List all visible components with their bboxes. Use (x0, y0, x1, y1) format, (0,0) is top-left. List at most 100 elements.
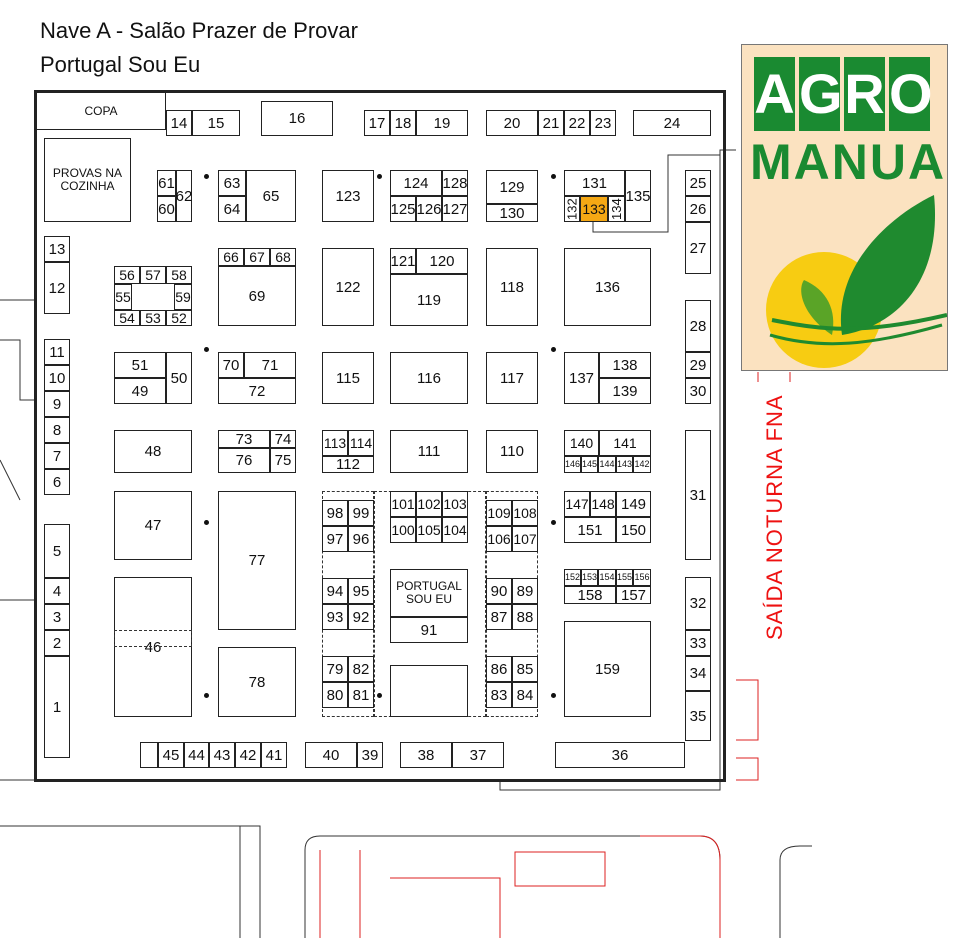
booth-27[interactable]: 27 (685, 222, 711, 274)
booth-83[interactable]: 83 (486, 682, 512, 708)
booth-142[interactable]: 142 (633, 456, 651, 473)
booth-32[interactable]: 32 (685, 577, 711, 630)
booth-148[interactable]: 148 (590, 491, 616, 517)
booth-21[interactable]: 21 (538, 110, 564, 136)
booth-138[interactable]: 138 (599, 352, 651, 378)
booth-72[interactable]: 72 (218, 378, 296, 404)
booth-101[interactable]: 101 (390, 491, 416, 517)
booth-88[interactable]: 88 (512, 604, 538, 630)
booth-copa[interactable]: COPA (36, 92, 166, 130)
booth-67[interactable]: 67 (244, 248, 270, 266)
booth-153[interactable]: 153 (581, 569, 598, 586)
booth-91[interactable]: 91 (390, 617, 468, 643)
booth-144[interactable]: 144 (598, 456, 616, 473)
booth-79[interactable]: 79 (322, 656, 348, 682)
booth-29[interactable]: 29 (685, 352, 711, 378)
booth-117[interactable]: 117 (486, 352, 538, 404)
booth-53[interactable]: 53 (140, 310, 166, 326)
booth-7[interactable]: 7 (44, 443, 70, 469)
booth-31[interactable]: 31 (685, 430, 711, 560)
booth-120[interactable]: 120 (416, 248, 468, 274)
booth-154[interactable]: 154 (598, 569, 616, 586)
booth-6[interactable]: 6 (44, 469, 70, 495)
booth-59[interactable]: 59 (174, 284, 192, 310)
booth-151[interactable]: 151 (564, 517, 616, 543)
booth-70[interactable]: 70 (218, 352, 244, 378)
booth-76[interactable]: 76 (218, 448, 270, 473)
booth-149[interactable]: 149 (616, 491, 651, 517)
booth-8[interactable]: 8 (44, 417, 70, 443)
booth-33[interactable]: 33 (685, 630, 711, 656)
booth-2[interactable]: 2 (44, 630, 70, 656)
booth-135[interactable]: 135 (625, 170, 651, 222)
booth-115[interactable]: 115 (322, 352, 374, 404)
booth-141[interactable]: 141 (599, 430, 651, 456)
booth-12[interactable]: 12 (44, 262, 70, 314)
booth-87[interactable]: 87 (486, 604, 512, 630)
booth-86[interactable]: 86 (486, 656, 512, 682)
booth-92[interactable]: 92 (348, 604, 374, 630)
booth-94[interactable]: 94 (322, 578, 348, 604)
booth-150[interactable]: 150 (616, 517, 651, 543)
booth-136[interactable]: 136 (564, 248, 651, 326)
booth-143[interactable]: 143 (616, 456, 633, 473)
booth-84[interactable]: 84 (512, 682, 538, 708)
booth-4[interactable]: 4 (44, 578, 70, 604)
booth-139[interactable]: 139 (599, 378, 651, 404)
booth-64[interactable]: 64 (218, 196, 246, 222)
booth-121[interactable]: 121 (390, 248, 416, 274)
booth-39[interactable]: 39 (357, 742, 383, 768)
booth-73[interactable]: 73 (218, 430, 270, 448)
booth-11[interactable]: 11 (44, 339, 70, 365)
booth-111[interactable]: 111 (390, 430, 468, 473)
booth-60[interactable]: 60 (157, 196, 176, 222)
booth-107[interactable]: 107 (512, 526, 538, 552)
booth-122[interactable]: 122 (322, 248, 374, 326)
booth-54[interactable]: 54 (114, 310, 140, 326)
booth-127[interactable]: 127 (442, 196, 468, 222)
booth-112[interactable]: 112 (322, 456, 374, 473)
booth-114[interactable]: 114 (348, 430, 374, 456)
booth-130[interactable]: 130 (486, 204, 538, 222)
booth-25[interactable]: 25 (685, 170, 711, 196)
booth-75[interactable]: 75 (270, 448, 296, 473)
booth-3[interactable]: 3 (44, 604, 70, 630)
booth-90[interactable]: 90 (486, 578, 512, 604)
booth-22[interactable]: 22 (564, 110, 590, 136)
booth-17[interactable]: 17 (364, 110, 390, 136)
booth-119[interactable]: 119 (390, 274, 468, 326)
booth-82[interactable]: 82 (348, 656, 374, 682)
booth-30[interactable]: 30 (685, 378, 711, 404)
booth-103[interactable]: 103 (442, 491, 468, 517)
booth-118[interactable]: 118 (486, 248, 538, 326)
booth-78[interactable]: 78 (218, 647, 296, 717)
booth-15[interactable]: 15 (192, 110, 240, 136)
booth-13[interactable]: 13 (44, 236, 70, 262)
booth-133-highlighted[interactable]: 133 (580, 196, 608, 222)
booth-19[interactable]: 19 (416, 110, 468, 136)
booth-158[interactable]: 158 (564, 586, 616, 604)
booth-74[interactable]: 74 (270, 430, 296, 448)
booth-159[interactable]: 159 (564, 621, 651, 717)
booth-49[interactable]: 49 (114, 378, 166, 404)
booth-16[interactable]: 16 (261, 101, 333, 136)
booth-24[interactable]: 24 (633, 110, 711, 136)
booth-134[interactable]: 134 (608, 196, 625, 222)
booth-65[interactable]: 65 (246, 170, 296, 222)
booth-51[interactable]: 51 (114, 352, 166, 378)
booth-provas-na-cozinha[interactable]: PROVAS NA COZINHA (44, 138, 131, 222)
booth-38[interactable]: 38 (400, 742, 452, 768)
booth-48[interactable]: 48 (114, 430, 192, 473)
booth-126[interactable]: 126 (416, 196, 442, 222)
booth-132[interactable]: 132 (564, 196, 580, 222)
booth-portugal-sou-eu[interactable]: PORTUGAL SOU EU (390, 569, 468, 617)
booth-71[interactable]: 71 (244, 352, 296, 378)
booth-45[interactable]: 45 (158, 742, 184, 768)
booth-140[interactable]: 140 (564, 430, 599, 456)
booth-129[interactable]: 129 (486, 170, 538, 204)
booth-50[interactable]: 50 (166, 352, 192, 404)
booth-57[interactable]: 57 (140, 266, 166, 284)
booth-42[interactable]: 42 (235, 742, 261, 768)
booth-109[interactable]: 109 (486, 500, 512, 526)
booth-26[interactable]: 26 (685, 196, 711, 222)
